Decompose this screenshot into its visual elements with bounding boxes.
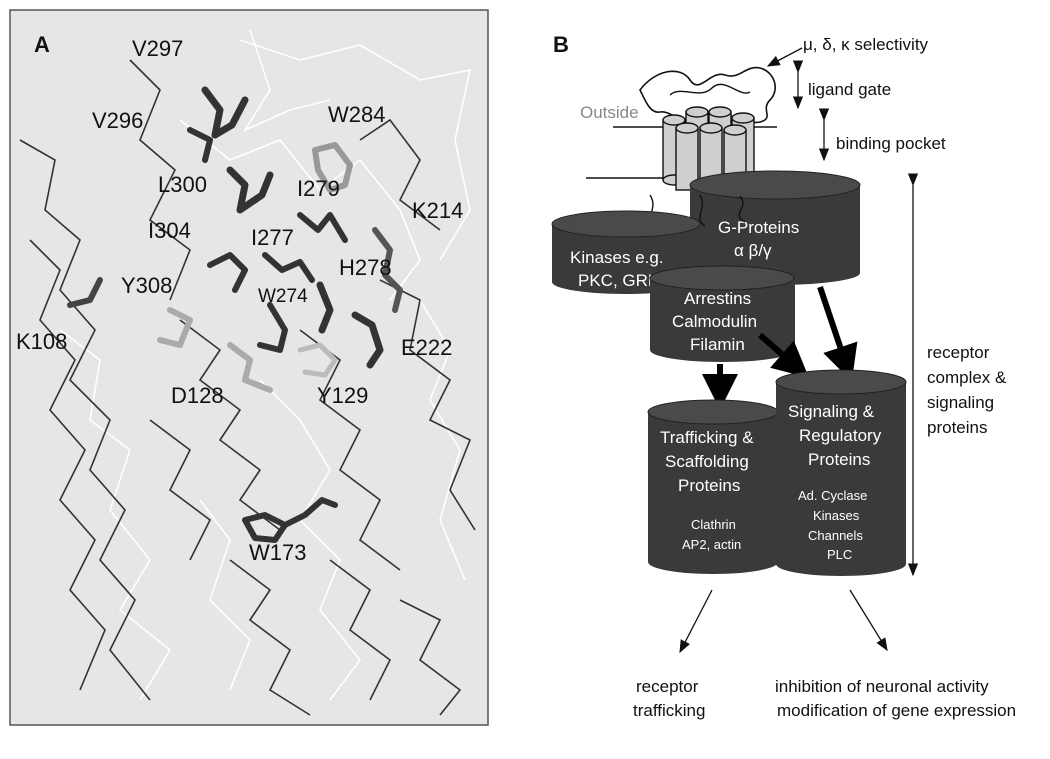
outside-label: Outside	[580, 103, 639, 122]
residue-d128: D128	[171, 383, 224, 408]
sidechain-i304	[207, 252, 248, 293]
sidechain-e222	[351, 311, 384, 369]
arrestins-line2: Calmodulin	[672, 312, 757, 331]
selectivity-arrow	[766, 47, 803, 67]
signaling-line1: Signaling &	[788, 402, 875, 421]
cylinder-signaling: Signaling & Regulatory Proteins Ad. Cycl…	[775, 369, 907, 576]
ligand-gate-label: ligand gate	[808, 80, 891, 99]
outcome-inhibition-line1: inhibition of neuronal activity	[775, 677, 989, 696]
sidechain-sticks	[67, 86, 403, 543]
residue-k214: K214	[412, 198, 463, 223]
sidechain-v296	[187, 127, 213, 163]
residue-l300: L300	[158, 172, 207, 197]
panel-b: B Outside μ, δ, κ selectivity ligand gat…	[551, 32, 1016, 720]
flow-arrows	[702, 286, 858, 410]
g-proteins-line2: α β/γ	[734, 241, 772, 260]
sidechain-w173-tail	[282, 497, 338, 528]
outcome-trafficking-line2: trafficking	[633, 701, 705, 720]
sidechain-l300	[226, 166, 274, 214]
residue-v297: V297	[132, 36, 183, 61]
arrestins-line3: Filamin	[690, 335, 745, 354]
cylinder-trafficking: Trafficking & Scaffolding Proteins Clath…	[647, 399, 779, 574]
sidechain-w173	[242, 512, 288, 543]
sidechain-h278	[316, 281, 334, 334]
kinases-line1: Kinases e.g.	[570, 248, 664, 267]
residue-i277: I277	[251, 225, 294, 250]
sidechain-d128	[227, 342, 273, 393]
sidechain-i277	[262, 252, 315, 283]
residue-i304: I304	[148, 218, 191, 243]
residue-v296: V296	[92, 108, 143, 133]
cylinder-arrestins: Arrestins Calmodulin Filamin	[649, 265, 795, 362]
trafficking-line1: Trafficking &	[660, 428, 754, 447]
signaling-small-line3: Channels	[808, 528, 863, 543]
sidechain-i279	[297, 212, 348, 243]
g-proteins-line1: G-Proteins	[718, 218, 799, 237]
complex-line1: receptor	[927, 343, 990, 362]
outcome-trafficking-line1: receptor	[636, 677, 699, 696]
signaling-small-line1: Ad. Cyclase	[798, 488, 867, 503]
panel-a-letter: A	[34, 32, 50, 57]
sidechain-y129	[297, 342, 338, 378]
panel-a: A V297 V296 W284 L300 I279 K214 I304 I27…	[9, 9, 489, 726]
signaling-small-line4: PLC	[827, 547, 852, 562]
residue-w274: W274	[258, 286, 308, 307]
inhibition-outcome-arrow	[849, 589, 888, 652]
protein-backbone-light	[59, 29, 472, 701]
trafficking-line3: Proteins	[678, 476, 740, 495]
panel-b-letter: B	[553, 32, 569, 57]
sidechain-v297	[201, 86, 249, 139]
residue-y129: Y129	[317, 383, 368, 408]
signaling-line3: Proteins	[808, 450, 870, 469]
residue-k108: K108	[16, 329, 67, 354]
residue-e222: E222	[401, 335, 452, 360]
residue-w173: W173	[249, 540, 306, 565]
sidechain-y308	[157, 307, 193, 348]
kinases-line2: PKC, GRK's	[578, 271, 671, 290]
signaling-small-line2: Kinases	[813, 508, 860, 523]
sidechain-k214	[372, 227, 403, 313]
sidechain-w284	[312, 142, 353, 193]
outcome-inhibition-line2: modification of gene expression	[777, 701, 1016, 720]
trafficking-line2: Scaffolding	[665, 452, 749, 471]
residue-i279: I279	[297, 176, 340, 201]
residue-y308: Y308	[121, 273, 172, 298]
complex-line3: signaling	[927, 393, 994, 412]
trafficking-small-line1: Clathrin	[691, 517, 736, 532]
selectivity-label: μ, δ, κ selectivity	[803, 35, 929, 54]
trafficking-small-line2: AP2, actin	[682, 537, 741, 552]
protein-backbone-dark	[19, 59, 476, 716]
residue-w284: W284	[328, 102, 385, 127]
arrestins-line1: Arrestins	[684, 289, 751, 308]
ligand-squiggle-inner	[669, 83, 751, 96]
complex-line4: proteins	[927, 418, 987, 437]
trafficking-outcome-arrow	[679, 589, 713, 654]
sidechain-w274	[257, 302, 288, 353]
residue-h278: H278	[339, 255, 392, 280]
sidechain-k108	[67, 277, 103, 308]
binding-pocket-label: binding pocket	[836, 134, 946, 153]
signaling-line2: Regulatory	[799, 426, 882, 445]
complex-line2: complex &	[927, 368, 1007, 387]
